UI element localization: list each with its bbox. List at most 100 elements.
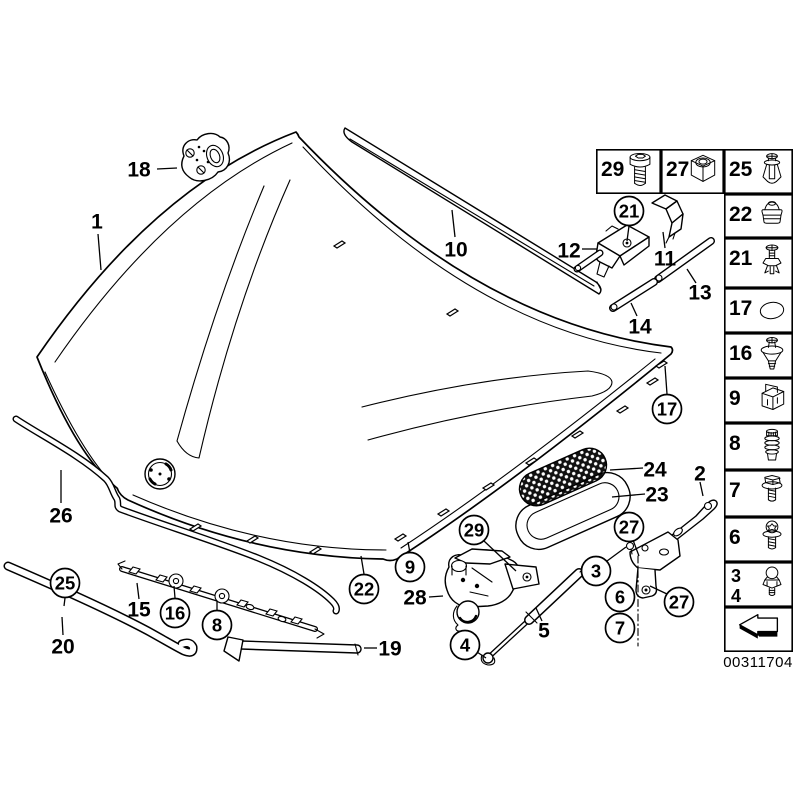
svg-text:9: 9: [405, 557, 415, 578]
svg-text:2: 2: [694, 463, 706, 486]
svg-text:18: 18: [127, 159, 151, 182]
callout-20[interactable]: 20: [51, 616, 75, 659]
callout-17-circled[interactable]: 17: [651, 365, 683, 425]
svg-text:23: 23: [645, 484, 668, 507]
svg-text:3: 3: [591, 561, 601, 582]
legend-item-arrow[interactable]: [723, 606, 793, 652]
svg-text:3: 3: [731, 566, 741, 586]
callout-15[interactable]: 15: [127, 582, 151, 622]
svg-text:9: 9: [729, 387, 741, 410]
callout-28[interactable]: 28: [403, 587, 444, 610]
callout-10[interactable]: 10: [444, 209, 468, 262]
legend-item-9[interactable]: 9: [723, 377, 793, 423]
callout-14[interactable]: 14: [628, 302, 652, 339]
hood-panel: [36, 131, 674, 562]
callout-18[interactable]: 18: [127, 159, 178, 182]
svg-text:8: 8: [212, 615, 222, 636]
callout-6-circled[interactable]: 6: [604, 581, 636, 613]
svg-text:25: 25: [729, 158, 753, 181]
svg-text:27: 27: [666, 158, 689, 181]
callout-9-circled[interactable]: 9: [394, 541, 426, 583]
callout-13[interactable]: 13: [686, 268, 712, 305]
trim-rod-14: [573, 249, 658, 312]
legend-item-29[interactable]: 29: [595, 149, 661, 195]
callout-4-circled[interactable]: 4: [449, 629, 487, 661]
callout-24[interactable]: 24: [609, 459, 667, 482]
callout-2[interactable]: 2: [694, 463, 706, 497]
svg-text:11: 11: [654, 248, 677, 271]
svg-text:22: 22: [354, 579, 375, 600]
svg-text:14: 14: [628, 316, 652, 339]
callout-21-circled[interactable]: 21: [613, 195, 645, 242]
svg-text:8: 8: [729, 432, 741, 455]
svg-text:1: 1: [91, 211, 103, 234]
svg-text:7: 7: [615, 618, 625, 639]
legend-item-3-4[interactable]: 34: [723, 561, 793, 607]
svg-text:27: 27: [669, 592, 690, 613]
svg-text:13: 13: [688, 282, 711, 305]
legend-item-27[interactable]: 27: [660, 149, 724, 195]
rear-trim-strip-10: [343, 127, 602, 295]
vent-grille-24: [518, 447, 608, 507]
callout-19[interactable]: 19: [364, 638, 402, 661]
callout-22-circled[interactable]: 22: [348, 555, 380, 605]
svg-text:29: 29: [464, 520, 485, 541]
svg-text:22: 22: [729, 203, 752, 226]
legend-item-8[interactable]: 8: [723, 422, 793, 470]
sealing-bar-19: [223, 636, 362, 662]
callout-11[interactable]: 11: [654, 231, 677, 271]
callout-29-circled[interactable]: 29: [458, 514, 517, 572]
svg-text:15: 15: [127, 599, 151, 622]
callout-23[interactable]: 23: [611, 484, 669, 507]
svg-text:25: 25: [55, 573, 76, 594]
callout-27-circled[interactable]: 27: [649, 585, 695, 618]
legend-item-25[interactable]: 25: [723, 149, 793, 195]
grille-seal-23: [515, 471, 631, 551]
svg-text:17: 17: [729, 297, 752, 320]
callout-8-circled[interactable]: 8: [201, 601, 233, 641]
callout-27-circled[interactable]: 27: [613, 511, 645, 557]
hood-emblem-roundel: [144, 458, 176, 490]
hood-hinge-2: [625, 499, 718, 599]
svg-text:28: 28: [403, 587, 427, 610]
legend-item-17[interactable]: 17: [723, 287, 793, 333]
svg-text:12: 12: [557, 240, 580, 263]
callout-7-circled[interactable]: 7: [604, 612, 636, 644]
legend-item-6[interactable]: 6: [723, 516, 793, 562]
svg-text:6: 6: [615, 587, 625, 608]
svg-text:10: 10: [444, 239, 467, 262]
callout-26[interactable]: 26: [49, 470, 73, 528]
hood-edge-slots: [188, 240, 669, 555]
svg-text:21: 21: [729, 247, 753, 270]
legend-item-7[interactable]: 7: [723, 469, 793, 517]
callout-5[interactable]: 5: [535, 607, 550, 643]
svg-text:27: 27: [619, 517, 640, 538]
callout-1[interactable]: 1: [91, 211, 103, 271]
svg-text:16: 16: [729, 342, 752, 365]
lower-seal-20: [3, 561, 198, 657]
svg-text:16: 16: [165, 603, 186, 624]
hinge-mount-bracket-18: [181, 132, 231, 182]
legend-item-22[interactable]: 22: [723, 194, 793, 239]
trim-clip-11: [651, 194, 684, 244]
svg-text:7: 7: [729, 479, 741, 502]
trim-rod-13: [654, 237, 715, 283]
svg-text:21: 21: [619, 201, 640, 222]
svg-text:24: 24: [643, 459, 667, 482]
legend-item-21[interactable]: 21: [723, 238, 793, 289]
legend-item-16[interactable]: 16: [723, 332, 793, 378]
callout-16-circled[interactable]: 16: [159, 585, 191, 629]
svg-text:4: 4: [460, 635, 471, 656]
svg-text:5: 5: [538, 620, 550, 643]
svg-text:26: 26: [49, 505, 72, 528]
callout-12[interactable]: 12: [557, 240, 597, 263]
callout-3-circled[interactable]: 3: [580, 546, 627, 587]
hood-lock-28: [444, 548, 540, 632]
svg-text:6: 6: [729, 526, 741, 549]
svg-text:20: 20: [51, 636, 74, 659]
trim-bracket-12: [595, 224, 650, 278]
carrier-strip-15: [117, 560, 325, 639]
callout-25-circled[interactable]: 25: [49, 567, 81, 607]
